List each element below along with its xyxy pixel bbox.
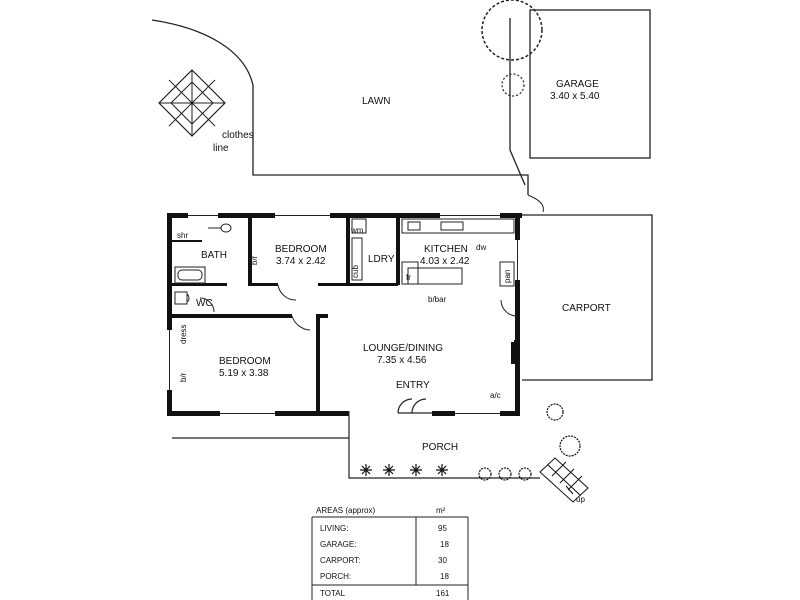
carport-outline — [520, 214, 653, 381]
fridge-label: fr — [406, 273, 411, 282]
laundry-label: LDRY — [368, 254, 395, 265]
breakfast-bar-label: b/bar — [428, 295, 447, 304]
garage-label: GARAGE — [556, 79, 599, 90]
cupboard-label: cub — [351, 265, 360, 278]
lounge-dining-label: LOUNGE/DINING — [363, 343, 443, 354]
clothes-line-label-2: line — [213, 143, 229, 154]
garage-dimensions: 3.40 x 5.40 — [550, 91, 600, 102]
garage-outline — [529, 9, 651, 159]
area-row-label: CARPORT: — [320, 556, 360, 565]
bir-1-label: b/r — [250, 255, 259, 265]
area-row-value: 95 — [438, 524, 447, 533]
dress-label: dress — [179, 324, 188, 344]
wc-label: WC — [196, 298, 213, 309]
porch-outline — [348, 416, 540, 479]
bath-label: BATH — [201, 250, 227, 261]
porch-label: PORCH — [422, 442, 458, 453]
areas-header: AREAS (approx) — [316, 506, 375, 515]
clothes-line-icon — [158, 69, 226, 137]
area-row-value: 18 — [440, 572, 449, 581]
area-row-value: 18 — [440, 540, 449, 549]
area-total-label: TOTAL — [320, 589, 346, 598]
dishwasher-label: dw — [476, 243, 486, 252]
air-con-label: a/c — [490, 391, 501, 400]
doors — [199, 284, 518, 416]
area-total-value: 161 — [436, 589, 450, 598]
fixtures — [174, 218, 519, 364]
windows — [166, 212, 521, 417]
pantry-label: pan — [503, 270, 512, 283]
carport-label: CARPORT — [562, 303, 611, 314]
lawn-label: LAWN — [362, 96, 391, 107]
shower-label: shr — [177, 231, 188, 240]
lawn-boundary — [151, 19, 529, 195]
kitchen-dimensions: 4.03 x 2.42 — [420, 256, 470, 267]
areas-unit: m² — [436, 506, 446, 515]
bedroom-1-label: BEDROOM — [275, 244, 327, 255]
property-boundary-top — [509, 18, 526, 186]
bedroom-2-label: BEDROOM — [219, 356, 271, 367]
areas-table: AREAS (approx) m² LIVING: 95 GARAGE: 18 … — [311, 506, 469, 600]
bedroom-2-dimensions: 5.19 x 3.38 — [219, 368, 269, 379]
garden-plants-icon — [360, 403, 581, 481]
bir-2-label: b/r — [179, 372, 188, 382]
clothes-line-label-1: clothes — [222, 130, 254, 141]
lounge-dining-dimensions: 7.35 x 4.56 — [377, 355, 427, 366]
area-row-label: GARAGE: — [320, 540, 356, 549]
bedroom-1-dimensions: 3.74 x 2.42 — [276, 256, 326, 267]
area-row-label: PORCH: — [320, 572, 351, 581]
kitchen-label: KITCHEN — [424, 244, 468, 255]
garage-door-swing — [527, 194, 544, 213]
tree-icon — [481, 0, 543, 97]
house-walls — [167, 213, 522, 416]
up-label: up — [576, 495, 585, 504]
washing-machine-label: wm — [350, 226, 364, 235]
steps-icon — [539, 457, 589, 503]
area-row-value: 30 — [438, 556, 447, 565]
area-row-label: LIVING: — [320, 524, 348, 533]
entry-label: ENTRY — [396, 380, 430, 391]
